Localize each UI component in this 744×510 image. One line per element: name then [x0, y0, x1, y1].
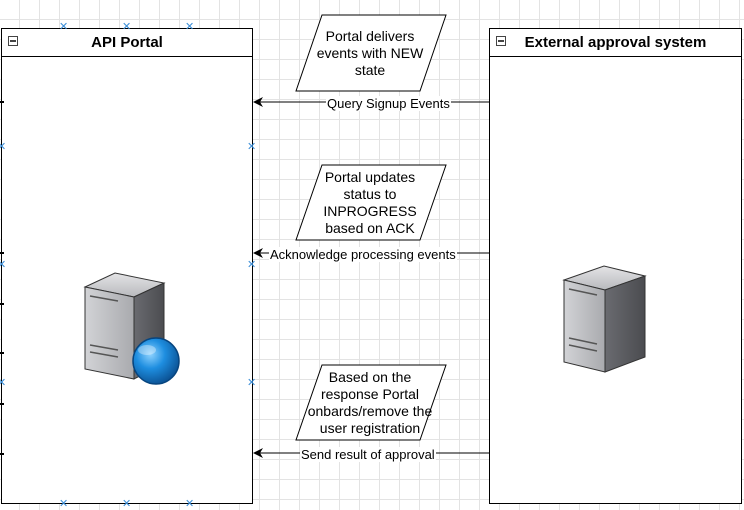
connector-stub	[0, 101, 4, 103]
web-server-icon	[83, 272, 180, 385]
connector-stub	[0, 403, 4, 405]
message-label-2: Acknowledge processing events	[269, 247, 457, 262]
message-label-3: Send result of approval	[300, 447, 436, 462]
selection-handle[interactable]: ✕	[0, 377, 7, 389]
api-portal-title: API Portal	[91, 34, 163, 51]
selection-handle[interactable]: ✕	[59, 21, 69, 33]
message-label-1: Query Signup Events	[326, 96, 451, 111]
server-icon	[562, 265, 647, 373]
selection-handle[interactable]: ✕	[185, 498, 195, 510]
note-shape-1[interactable]	[295, 14, 447, 92]
selection-handle[interactable]: ✕	[122, 21, 132, 33]
selection-handle[interactable]: ✕	[0, 141, 7, 153]
selection-handle[interactable]: ✕	[122, 498, 132, 510]
api-portal-header: API Portal	[2, 29, 252, 57]
note-text-2: Portal updates status to INPROGRESS base…	[323, 169, 417, 236]
note-text-1: Portal delivers events with NEW state	[316, 27, 424, 78]
connector-stub	[0, 352, 4, 354]
selection-handle[interactable]: ✕	[247, 141, 257, 153]
external-system-pool[interactable]: External approval system	[489, 28, 742, 504]
selection-handle[interactable]: ✕	[59, 498, 69, 510]
collapse-icon[interactable]	[8, 36, 18, 46]
note-shape-3[interactable]	[295, 364, 447, 441]
external-system-header: External approval system	[490, 29, 741, 57]
selection-handle[interactable]: ✕	[0, 259, 7, 271]
connector-stub	[0, 453, 4, 455]
note-text-3: Based on the response Portal onbards/rem…	[307, 369, 433, 436]
connector-stub	[0, 252, 4, 254]
connector-stub	[0, 303, 4, 305]
selection-handle[interactable]: ✕	[247, 259, 257, 271]
selection-handle[interactable]: ✕	[185, 21, 195, 33]
selection-handle[interactable]: ✕	[247, 377, 257, 389]
collapse-icon[interactable]	[496, 36, 506, 46]
note-shape-2[interactable]	[295, 164, 447, 241]
external-system-title: External approval system	[524, 34, 707, 51]
api-portal-pool[interactable]: API Portal	[1, 28, 253, 504]
